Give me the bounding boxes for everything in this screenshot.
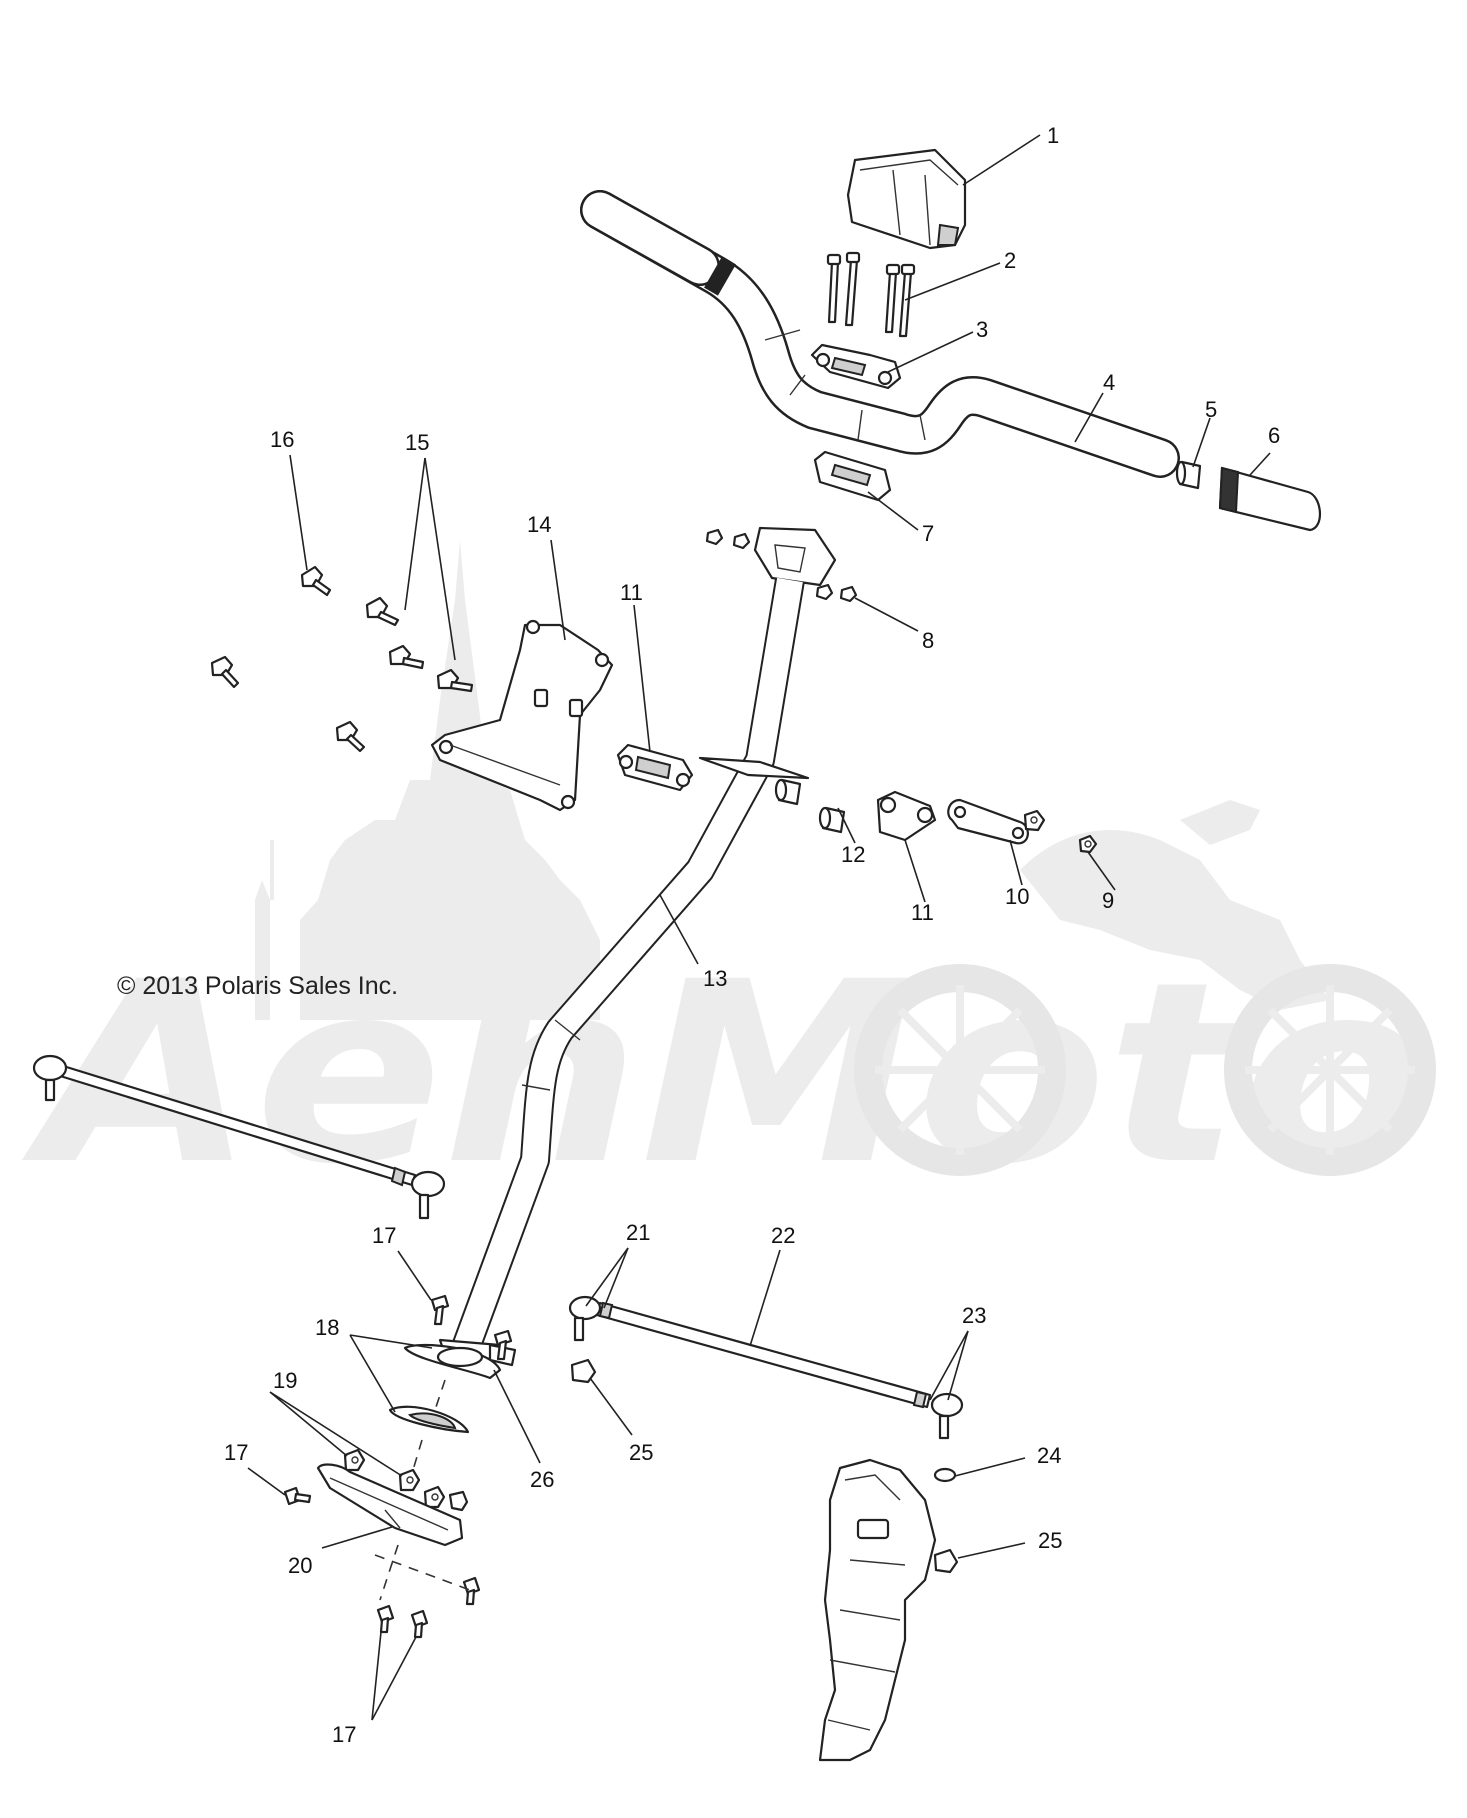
steering-clamp-right — [876, 790, 937, 842]
bolt-b — [388, 644, 425, 670]
steering-post — [438, 526, 837, 1367]
steering-knuckle — [818, 1458, 937, 1762]
watermark-wheels — [854, 964, 1436, 1176]
callout-11b: 11 — [911, 900, 934, 925]
bolt-e — [335, 720, 366, 753]
callout-5: 5 — [1205, 397, 1217, 422]
watermark-spokes — [875, 985, 1415, 1155]
callout-labels: 1 2 3 4 5 6 7 8 9 10 11 11 12 13 14 15 1… — [224, 123, 1280, 1747]
tie-rod-right — [568, 1295, 964, 1440]
bolt-17f — [410, 1609, 429, 1639]
callout-21: 21 — [626, 1220, 650, 1245]
callout-24: 24 — [1037, 1443, 1061, 1468]
post-bracket — [430, 619, 614, 812]
bolt-17b — [493, 1329, 513, 1361]
nut-25a — [570, 1358, 597, 1384]
callout-4: 4 — [1103, 370, 1115, 395]
callout-12: 12 — [841, 842, 865, 867]
watermark-logo — [255, 540, 1330, 1020]
callout-17c: 17 — [332, 1722, 356, 1747]
nut-19a — [343, 1448, 366, 1472]
callout-23: 23 — [962, 1303, 986, 1328]
callout-13: 13 — [703, 966, 727, 991]
bolt-16 — [300, 565, 332, 597]
bushings — [774, 778, 846, 834]
bolt-17e — [376, 1604, 395, 1634]
lower-clamp — [813, 450, 892, 502]
callout-19: 19 — [273, 1368, 297, 1393]
link-nuts — [1023, 809, 1098, 854]
callout-8: 8 — [922, 628, 934, 653]
bushing-a — [774, 778, 802, 806]
callout-17b: 17 — [224, 1440, 248, 1465]
callout-16: 16 — [270, 427, 294, 452]
bolt-17a — [430, 1294, 450, 1326]
callout-11a: 11 — [620, 580, 643, 605]
lower-bearing-assembly — [283, 1294, 513, 1639]
callout-2: 2 — [1004, 248, 1016, 273]
callout-25a: 25 — [629, 1440, 653, 1465]
bolt-a — [365, 596, 400, 627]
copyright-text: © 2013 Polaris Sales Inc. — [117, 972, 398, 1000]
bolt-17d — [462, 1576, 481, 1606]
watermark-text: AehMoto — [21, 928, 1430, 1219]
callout-18: 18 — [315, 1315, 339, 1340]
bolt-d — [210, 655, 240, 689]
tie-rod-left — [32, 1054, 446, 1220]
bushing-b — [818, 806, 846, 834]
handlebar — [580, 190, 1180, 478]
washer-24 — [933, 1467, 957, 1483]
upper-clamp — [810, 343, 902, 390]
handlebar-pad-cover — [846, 148, 967, 250]
bar-end-bushing — [1175, 460, 1202, 490]
callout-14: 14 — [527, 512, 551, 537]
clamp-bolts — [826, 251, 916, 338]
callout-6: 6 — [1268, 423, 1280, 448]
callout-15: 15 — [405, 430, 429, 455]
nut-19b — [398, 1468, 421, 1492]
right-grip — [1218, 466, 1321, 532]
nut-19c — [423, 1485, 446, 1509]
clamp-nuts — [705, 528, 858, 603]
steering-link — [947, 798, 1029, 845]
bolt-17c — [283, 1486, 312, 1506]
callout-10: 10 — [1005, 884, 1029, 909]
nut-19d — [448, 1490, 469, 1512]
callout-9: 9 — [1102, 888, 1114, 913]
callout-3: 3 — [976, 317, 988, 342]
steering-clamp-left — [616, 743, 694, 792]
callout-1: 1 — [1047, 123, 1059, 148]
leader-lines — [247, 134, 1271, 1721]
bracket-bolts — [210, 565, 474, 753]
nut-25b — [933, 1548, 959, 1574]
callout-20: 20 — [288, 1553, 312, 1578]
callout-26: 26 — [530, 1467, 554, 1492]
callout-17a: 17 — [372, 1223, 396, 1248]
bolt-c — [436, 668, 474, 693]
callout-7: 7 — [922, 521, 934, 546]
callout-25b: 25 — [1038, 1528, 1062, 1553]
callout-22: 22 — [771, 1223, 795, 1248]
